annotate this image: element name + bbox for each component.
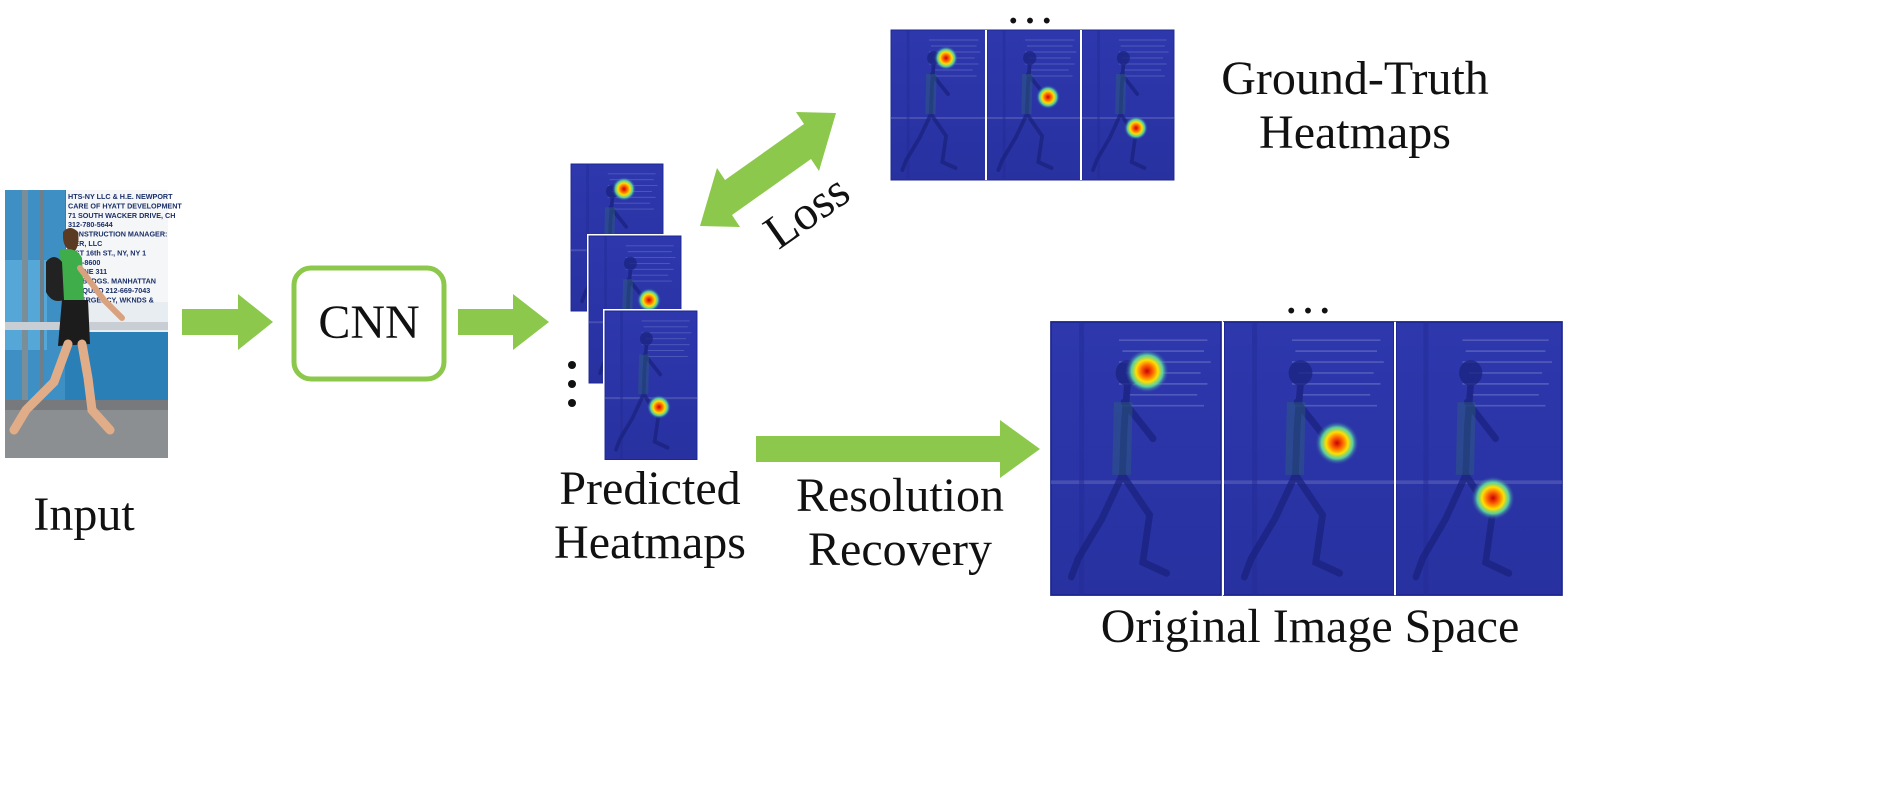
- original-space-heatmap-1: [1051, 322, 1221, 595]
- resolution-label-line1: Resolution: [795, 469, 1004, 522]
- ground-truth-label-line1: Ground-Truth: [1221, 52, 1489, 105]
- ground-truth-heatmap-2: [985, 28, 1084, 182]
- arrow-cnn-to-predicted: [458, 294, 549, 350]
- ellipsis-original-space: …: [1283, 268, 1333, 324]
- sign-text-line: OF BLDGS. MANHATTAN: [68, 277, 156, 286]
- sign-text-line: HTS-NY LLC & H.E. NEWPORT: [68, 192, 173, 201]
- resolution-label-line2: Recovery: [808, 522, 992, 576]
- arrow-resolution-recovery: [756, 420, 1040, 478]
- ground-truth-label-line2: Heatmaps: [1259, 105, 1451, 159]
- original-image-space-label: Original Image Space: [1100, 600, 1520, 653]
- original-space-heatmap-2: [1224, 322, 1394, 595]
- sign-text-line: PHONE 311: [68, 267, 107, 276]
- predicted-heatmaps-label: Predicted Heatmaps: [540, 462, 760, 570]
- predicted-label-line1: Predicted: [559, 462, 741, 515]
- ground-truth-heatmap-1: [889, 28, 988, 182]
- sign-text-line: 312-780-5644: [68, 220, 113, 229]
- predicted-heatmap-1: [569, 162, 665, 313]
- cnn-box: [291, 265, 447, 382]
- predicted-heatmap-3: [603, 309, 699, 462]
- sign-text-line: CARE OF HYATT DEVELOPMENT: [68, 201, 182, 210]
- arrow-input-to-cnn: [182, 294, 273, 350]
- walking-person: [9, 228, 125, 435]
- resolution-recovery-label: Resolution Recovery: [780, 469, 1020, 577]
- sign-text-line: T. SQUAD 212-669-7043: [68, 286, 150, 295]
- ground-truth-heatmap-3: [1080, 28, 1176, 182]
- cnn-label: CNN: [318, 296, 420, 349]
- sign-text-line: 631-8600: [68, 258, 100, 267]
- ground-truth-heatmaps-label: Ground-Truth Heatmaps: [1200, 52, 1510, 160]
- predicted-ellipsis-dots: [568, 361, 576, 407]
- sign-text-line: EMERGENCY, WKNDS &: [68, 295, 154, 304]
- sign-text-line: EST 16th ST., NY, NY 1: [68, 248, 146, 257]
- sign-text-line: 71 SOUTH WACKER DRIVE, CH: [68, 211, 175, 220]
- sign-text-line: F ER, LLC: [68, 239, 102, 248]
- input-label: Input: [33, 488, 135, 541]
- loss-double-arrow: [700, 112, 836, 227]
- predicted-label-line2: Heatmaps: [554, 515, 746, 569]
- sign-text-line: CONSTRUCTION MANAGER:: [68, 230, 167, 239]
- original-space-heatmap-3: [1396, 322, 1562, 595]
- ellipsis-ground-truth: …: [1005, 0, 1055, 34]
